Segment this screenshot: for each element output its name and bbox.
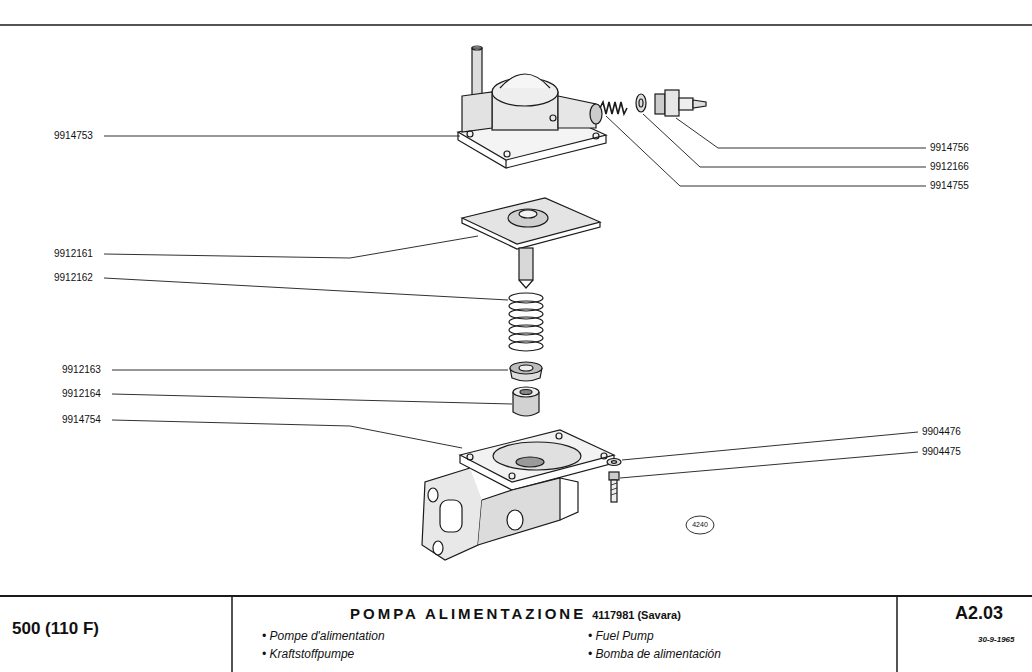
callout-number: 9904475 xyxy=(922,446,961,457)
subtitle: • Pompe d'alimentation xyxy=(262,630,385,643)
callout-number: 9912164 xyxy=(62,388,101,399)
part-number: 4117981 (Savara) xyxy=(592,609,681,621)
model-code: 500 (110 F) xyxy=(12,620,99,639)
sheet-number: A2.03 xyxy=(955,604,1003,624)
stamp-number: 4240 xyxy=(692,521,708,529)
callout-number: 9912166 xyxy=(930,161,969,172)
callout-number: 9912162 xyxy=(54,272,93,283)
callout-number: 9914756 xyxy=(930,142,969,153)
date: 30-9-1965 xyxy=(978,636,1014,645)
callout-number: 9904476 xyxy=(922,426,961,437)
subtitle: • Bomba de alimentación xyxy=(588,648,721,661)
callout-number: 9912163 xyxy=(62,364,101,375)
subtitle: • Fuel Pump xyxy=(588,630,654,643)
sheet-title: POMPA ALIMENTAZIONE xyxy=(350,606,586,623)
callout-number: 9914753 xyxy=(54,130,93,141)
callout-number: 9912161 xyxy=(54,248,93,259)
callout-number: 9914755 xyxy=(930,180,969,191)
callout-number: 9914754 xyxy=(62,414,101,425)
subtitle: • Kraftstoffpumpe xyxy=(262,648,354,661)
